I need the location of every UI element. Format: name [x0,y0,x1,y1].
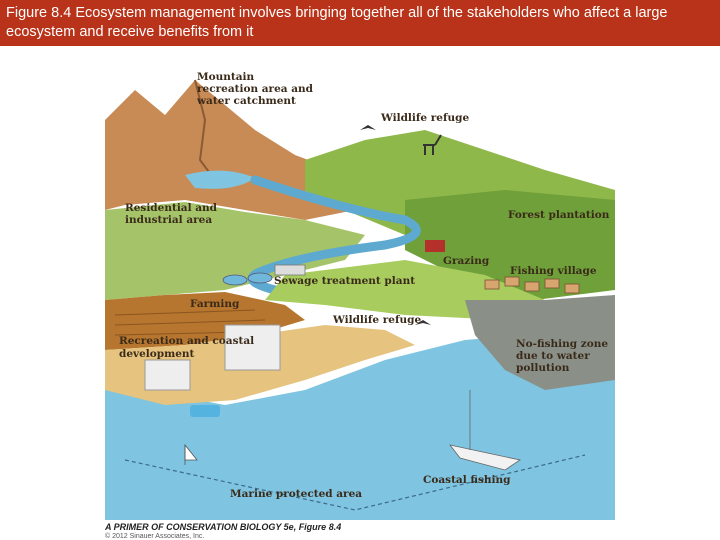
copyright-line: © 2012 Sinauer Associates, Inc. [105,532,204,540]
farm-rows [114,309,266,336]
label-marine-protected-area: Marine protected area [230,488,362,500]
fishing-boat [449,390,522,471]
no-fishing-zone [465,295,615,390]
mountain-range [105,80,365,220]
sewage-treatment-plant [222,264,306,286]
label-mountain-1: Mountain [197,71,255,83]
bird-icons [360,125,431,325]
deer-icon [423,134,442,155]
label-nofishing-3: pollution [516,362,570,374]
label-grazing: Grazing [443,255,490,267]
label-residential-1: Residential and [125,202,218,214]
label-farming: Farming [190,298,240,310]
residential-area [105,202,365,300]
sailboat [184,443,198,465]
sea [105,330,615,520]
label-fishing-village: Fishing village [510,265,597,277]
figure-credit: A PRIMER OF CONSERVATION BIOLOGY 5e, Fig… [105,522,341,532]
hotel-building [224,324,281,371]
label-coastal-fishing: Coastal fishing [423,474,511,486]
farmland [105,292,305,350]
label-nofishing-2: due to water [516,350,590,362]
marine-protected-area-boundary [124,454,586,511]
mountain-ridge [194,79,216,181]
label-mountain-2: recreation area and [197,83,314,95]
label-recreation-2: development [119,348,195,360]
label-wildlife-refuge-top: Wildlife refuge [380,112,469,124]
mountain-lake [185,170,255,189]
label-nofishing-1: No-fishing zone [516,338,608,350]
caption-bar: Figure 8.4 Ecosystem management involves… [0,0,720,46]
swimming-pool [190,405,220,417]
label-mountain-3: water catchment [196,95,296,107]
fishing-village-houses [484,276,580,294]
label-residential-2: industrial area [125,214,212,226]
ecosystem-illustration: Mountain recreation area and water catch… [105,60,615,540]
label-recreation-1: Recreation and coastal [119,335,254,347]
label-forest-plantation: Forest plantation [508,209,610,221]
barn [425,240,445,252]
hotel-building-2 [144,359,191,391]
label-wildlife-refuge-mid: Wildlife refuge [332,314,421,326]
label-sewage-treatment-plant: Sewage treatment plant [274,275,415,287]
figure-caption: Figure 8.4 Ecosystem management involves… [6,5,668,40]
